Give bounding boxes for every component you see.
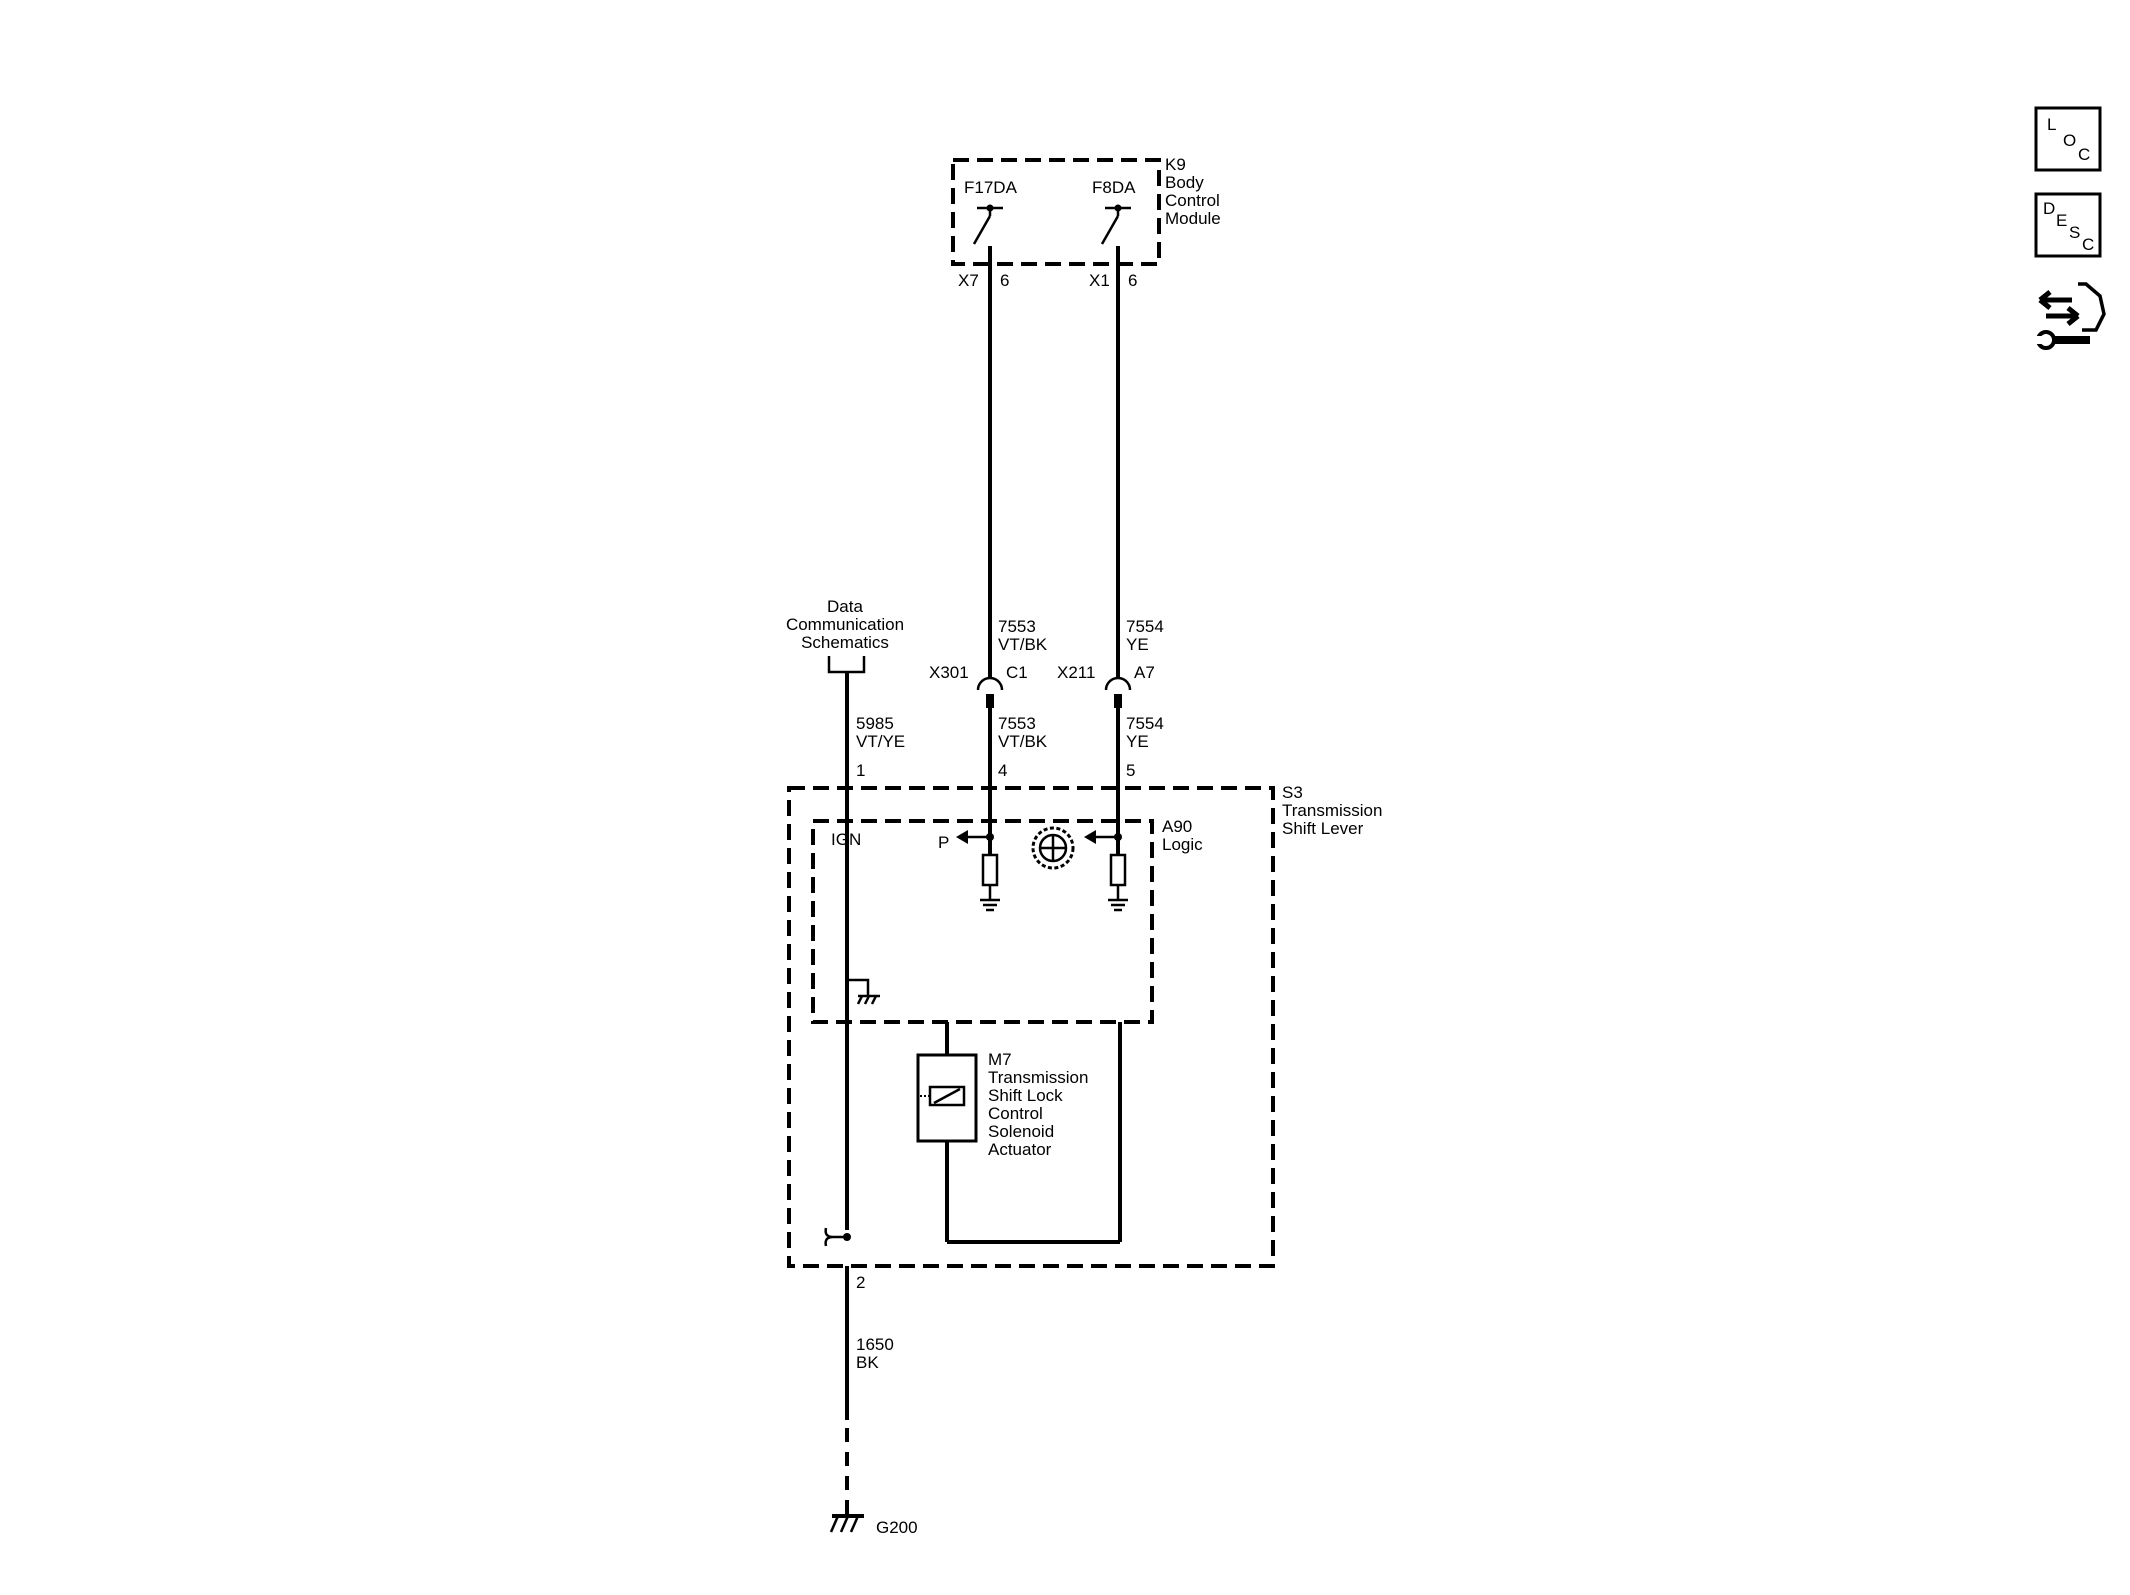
switch-f8da-icon: [1100, 204, 1131, 245]
k9-label-line2: Control: [1165, 191, 1220, 210]
resistor-icon: [1109, 853, 1127, 887]
s3-dashed-boundary: [787, 786, 1275, 1268]
splice-hook-icon: [824, 1227, 851, 1247]
connector-x301-cavity: C1: [1006, 663, 1028, 682]
connector-x211-id: X211: [1057, 663, 1095, 682]
wire-1650-color: BK: [856, 1353, 879, 1372]
s3-transmission-shift-lever[interactable]: S3 Transmission Shift Lever: [787, 783, 1382, 1268]
wire-7554-upper-color: YE: [1126, 635, 1149, 654]
description-button[interactable]: D E S C: [2034, 192, 2102, 258]
m7-label-line1: Transmission: [988, 1068, 1088, 1087]
data-comm-bracket-icon: [827, 656, 866, 674]
wire-7554-lower-circuit: 7554: [1126, 714, 1164, 733]
connector-x211-icon[interactable]: [1104, 664, 1132, 708]
k9-dashed-boundary: [951, 158, 1161, 266]
a90-p-label: P: [938, 833, 949, 852]
ground-g200[interactable]: G200: [829, 1514, 918, 1537]
a90-logic-module[interactable]: A90 Logic IGN P: [811, 817, 1203, 1024]
connector-repair-button[interactable]: [2036, 282, 2106, 350]
resistor-icon: [981, 853, 999, 887]
m7-label-line4: Solenoid: [988, 1122, 1054, 1141]
connector-x301-id: X301: [929, 663, 969, 682]
m7-label-line3: Control: [988, 1104, 1043, 1123]
a90-id: A90: [1162, 817, 1192, 836]
a90-dashed-boundary: [811, 819, 1154, 1024]
s3-pin-2: 2: [856, 1273, 865, 1292]
pin-x1-6: 6: [1128, 271, 1137, 290]
pin-x7-6: 6: [1000, 271, 1009, 290]
k9-label-line3: Module: [1165, 209, 1221, 228]
data-comm-line3: Schematics: [801, 633, 889, 652]
data-comm-line1: Data: [827, 597, 863, 616]
desc-letter-c: C: [2082, 235, 2094, 254]
s3-id: S3: [1282, 783, 1303, 802]
wire-5985-color: VT/YE: [856, 732, 905, 751]
wire-7553-upper-color: VT/BK: [998, 635, 1048, 654]
wire-5985-circuit: 5985: [856, 714, 894, 733]
data-comm-line2: Communication: [786, 615, 904, 634]
k9-body-control-module[interactable]: K9 Body Control Module F17DA F8DA X7 6 X…: [951, 155, 1221, 290]
internal-ground-icon: [847, 978, 880, 1005]
k9-id: K9: [1165, 155, 1186, 174]
s3-pin-4: 4: [998, 761, 1007, 780]
wire-7553-lower-color: VT/BK: [998, 732, 1048, 751]
loc-letter-o: O: [2063, 131, 2076, 150]
desc-letter-d: D: [2043, 199, 2055, 218]
connector-x211-cavity: A7: [1134, 663, 1155, 682]
wire-7553-lower-circuit: 7553: [998, 714, 1036, 733]
connector-x1: X1: [1089, 271, 1110, 290]
a90-label: Logic: [1162, 835, 1203, 854]
wire-7554-lower-color: YE: [1126, 732, 1149, 751]
m7-shift-lock-solenoid[interactable]: M7 Transmission Shift Lock Control Solen…: [916, 1022, 1122, 1244]
location-button[interactable]: L O C: [2034, 106, 2102, 172]
switch-label-f8da: F8DA: [1092, 178, 1136, 197]
s3-label-line2: Shift Lever: [1282, 819, 1364, 838]
arrow-left-icon: [956, 830, 968, 844]
switch-f17da-icon: [972, 204, 1003, 245]
s3-label-line1: Transmission: [1282, 801, 1382, 820]
loc-letter-c: C: [2078, 145, 2090, 164]
s3-pin-5: 5: [1126, 761, 1135, 780]
desc-letter-s: S: [2069, 223, 2080, 242]
wire-7554-upper-circuit: 7554: [1126, 617, 1164, 636]
switch-label-f17da: F17DA: [964, 178, 1018, 197]
wire-1650-circuit: 1650: [856, 1335, 894, 1354]
m7-id: M7: [988, 1050, 1012, 1069]
desc-letter-e: E: [2056, 211, 2067, 230]
s3-pin-1: 1: [856, 761, 865, 780]
gear-sensor-icon: [1031, 826, 1075, 870]
connector-repair-icon: [2036, 282, 2106, 350]
shift-input-circuit: [1084, 830, 1128, 912]
k9-label-line1: Body: [1165, 173, 1204, 192]
arrow-left-icon: [1084, 830, 1096, 844]
wire-7553-upper-circuit: 7553: [998, 617, 1036, 636]
connector-x301-icon[interactable]: [976, 664, 1004, 708]
ground-id: G200: [876, 1518, 918, 1537]
m7-label-line5: Actuator: [988, 1140, 1052, 1159]
loc-letter-l: L: [2047, 115, 2056, 134]
park-input-circuit: [956, 830, 1000, 912]
m7-label-line2: Shift Lock: [988, 1086, 1063, 1105]
connector-x7: X7: [958, 271, 979, 290]
data-communication-reference[interactable]: Data Communication Schematics: [786, 597, 904, 674]
